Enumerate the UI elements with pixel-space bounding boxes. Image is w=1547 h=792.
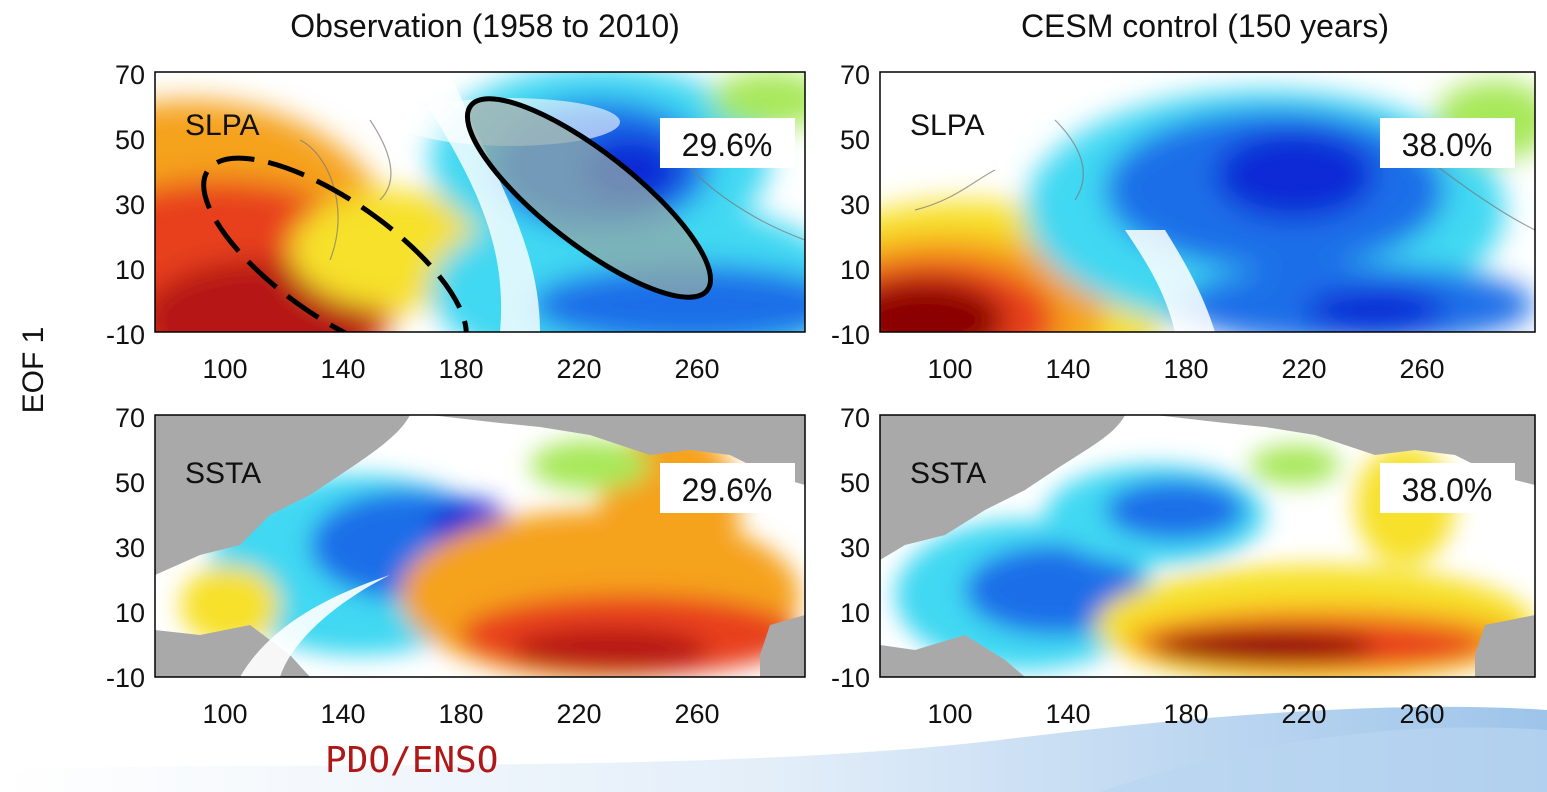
y-tick: 30: [840, 190, 870, 220]
y-tick: 30: [115, 533, 145, 563]
x-tick: 180: [438, 699, 483, 729]
row-label-text: EOF 1: [17, 326, 50, 414]
panel-cesm-ssta: 70 50 30 10 -10 100 140 180 220 260 SSTA…: [795, 395, 1547, 735]
y-tick: 30: [115, 190, 145, 220]
y-tick: 70: [115, 60, 145, 90]
x-tick: 220: [556, 354, 601, 384]
cesm-ssta-y-ticks: 70 50 30 10 -10: [831, 403, 870, 693]
variance-label: 29.6%: [682, 472, 773, 508]
field-label-slpa: SLPA: [185, 109, 260, 142]
x-tick: 140: [1045, 699, 1090, 729]
x-tick: 220: [556, 699, 601, 729]
y-tick: 50: [840, 125, 870, 155]
observation-column-title: Observation (1958 to 2010): [290, 8, 680, 44]
x-tick: 260: [674, 699, 719, 729]
panel-cesm-slpa: 70 50 30 10 -10 100 140 180 220 260 SLPA…: [795, 60, 1547, 390]
positive-pattern-outline-dashed: [201, 155, 469, 332]
y-tick: 10: [840, 255, 870, 285]
x-tick: 260: [674, 354, 719, 384]
caption-pdo-enso: PDO/ENSO: [325, 740, 499, 781]
y-tick: 50: [115, 468, 145, 498]
x-tick: 260: [1399, 699, 1444, 729]
cesm-ssta-map: 70 50 30 10 -10 100 140 180 220 260 SSTA…: [831, 403, 1536, 729]
y-tick: 50: [840, 468, 870, 498]
row-label: EOF 1: [4, 300, 64, 440]
x-tick: 140: [320, 354, 365, 384]
variance-label: 29.6%: [682, 127, 773, 163]
cesm-column-title: CESM control (150 years): [1020, 8, 1390, 44]
cesm-slpa-y-ticks: 70 50 30 10 -10: [831, 60, 870, 350]
cesm-ssta-x-ticks: 100 140 180 220 260: [927, 699, 1444, 729]
y-tick: 50: [115, 125, 145, 155]
obs-slpa-y-ticks: 70 50 30 10 -10: [106, 60, 145, 350]
y-tick: -10: [831, 663, 870, 693]
y-tick: -10: [106, 663, 145, 693]
negative-pattern-outline: [464, 96, 714, 300]
footer-decoration: [0, 706, 1547, 792]
obs-ssta-map: 70 50 30 10 -10 100 140 180 220 260 SSTA…: [106, 403, 806, 729]
field-label-ssta: SSTA: [185, 457, 261, 490]
y-tick: 10: [115, 598, 145, 628]
obs-slpa-map: 70 50 30 10 -10 100 140 180 220 260 SLPA…: [106, 60, 806, 384]
obs-ssta-y-ticks: 70 50 30 10 -10: [106, 403, 145, 693]
y-tick: -10: [831, 320, 870, 350]
panel-obs-slpa: 70 50 30 10 -10 100 140 180 220 260 SLPA…: [70, 60, 830, 390]
variance-label: 38.0%: [1402, 472, 1493, 508]
x-tick: 100: [927, 699, 972, 729]
x-tick: 100: [202, 354, 247, 384]
x-tick: 180: [438, 354, 483, 384]
x-tick: 260: [1399, 354, 1444, 384]
obs-ssta-x-ticks: 100 140 180 220 260: [202, 699, 719, 729]
variance-label: 38.0%: [1402, 127, 1493, 163]
x-tick: 100: [202, 699, 247, 729]
panel-obs-ssta: 70 50 30 10 -10 100 140 180 220 260 SSTA…: [70, 395, 830, 735]
cesm-slpa-x-ticks: 100 140 180 220 260: [927, 354, 1444, 384]
x-tick: 140: [1045, 354, 1090, 384]
y-tick: 70: [840, 60, 870, 90]
x-tick: 220: [1281, 699, 1326, 729]
obs-slpa-x-ticks: 100 140 180 220 260: [202, 354, 719, 384]
y-tick: -10: [106, 320, 145, 350]
y-tick: 10: [115, 255, 145, 285]
x-tick: 100: [927, 354, 972, 384]
field-label-ssta: SSTA: [910, 457, 986, 490]
y-tick: 70: [840, 403, 870, 433]
x-tick: 180: [1163, 354, 1208, 384]
x-tick: 220: [1281, 354, 1326, 384]
cesm-slpa-map: 70 50 30 10 -10 100 140 180 220 260 SLPA…: [831, 60, 1536, 384]
x-tick: 140: [320, 699, 365, 729]
x-tick: 180: [1163, 699, 1208, 729]
y-tick: 10: [840, 598, 870, 628]
y-tick: 30: [840, 533, 870, 563]
y-tick: 70: [115, 403, 145, 433]
field-label-slpa: SLPA: [910, 109, 985, 142]
